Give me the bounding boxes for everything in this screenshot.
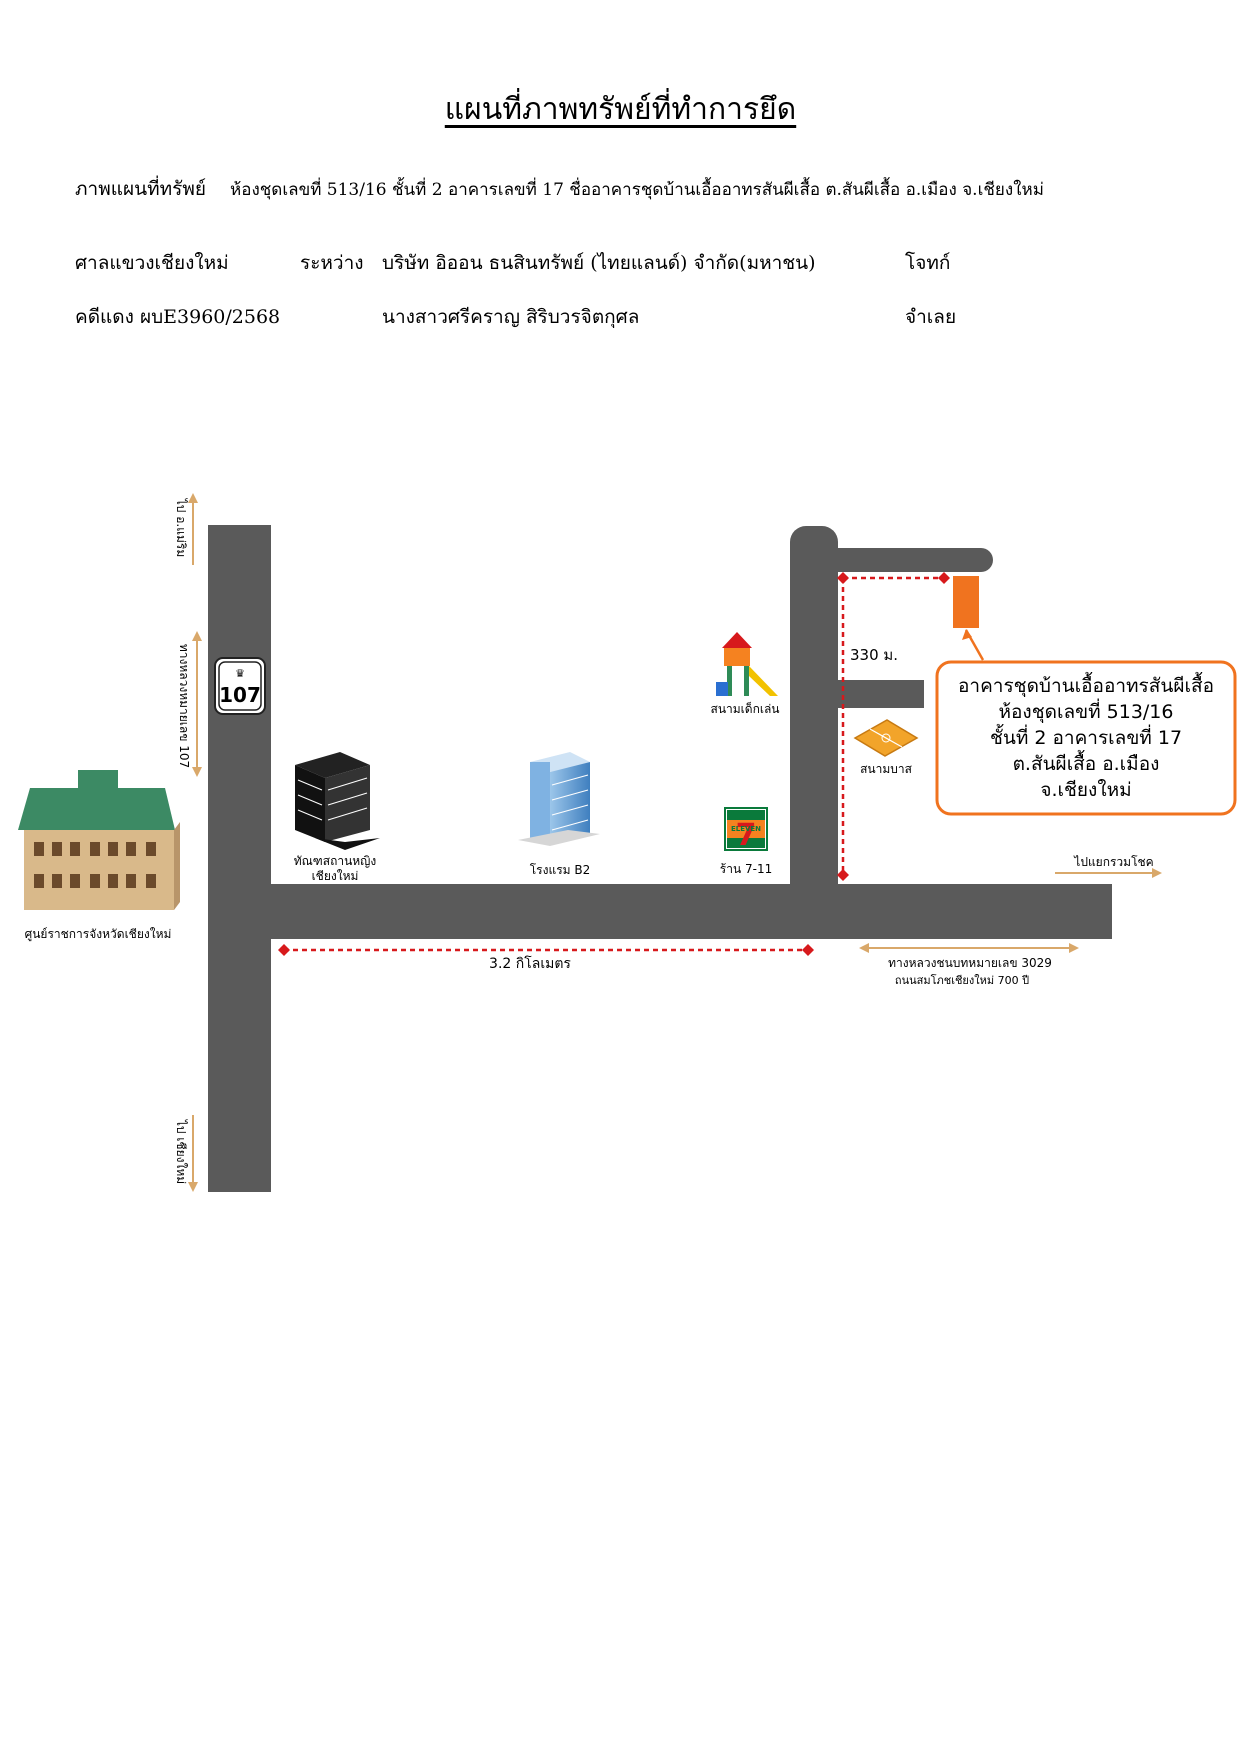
highway-3029-road [271,884,1112,939]
basketball-court-icon [853,719,919,757]
soi-road-vertical-square-base [790,560,838,886]
road-sign-107-number: 107 [219,683,261,707]
arrow-highway-107-top-head [192,631,202,641]
distance-330-dot-left [837,572,849,584]
distance-330-dot-right [938,572,950,584]
highway-3029-label: ทางหลวงชนบทหมายเลข 3029 [888,956,1052,970]
callout-line-5: จ.เชียงใหม่ [1040,779,1131,801]
location-map: อาคารชุดบ้านเอื้ออาทรสันผีเสื้อ ห้องชุดเ… [0,470,1241,1230]
road-sign-107 [214,657,266,715]
gov-center-label: ศูนย์ราชการจังหวัดเชียงใหม่ [25,927,172,942]
callout-line-4: ต.สันผีเสื้อ อ.เมือง [1013,750,1160,775]
map-canvas: อาคารชุดบ้านเอื้ออาทรสันผีเสื้อ ห้องชุดเ… [18,493,1237,1192]
store-711-label: ร้าน 7-11 [720,862,772,876]
soi-road-top-branch [838,548,993,572]
property-label: ภาพแผนที่ทรัพย์ [75,178,206,200]
police-station-label-line-1: ทัณฑสถานหญิง [294,854,377,868]
hotel-label: โรงแรม B2 [530,863,591,877]
soi-road-middle-branch [838,680,924,708]
case-number: คดีแดง ผบE3960/2568 [75,306,281,328]
to-ruam-chok-label: ไปแยกรวมโชค [1073,855,1153,869]
hotel-icon [518,752,600,846]
defendant-name: นางสาวศรีคราญ สิริบวรจิตกุศล [382,306,640,328]
black-building-icon [295,752,380,850]
page-title: แผนที่ภาพทรัพย์ที่ทำการยึด [444,92,797,127]
playground-icon [716,632,778,696]
to-chiang-mai-label: ไป เชียงใหม่ [174,1119,188,1184]
arrow-highway-107-bottom-head [192,767,202,777]
road-700-label: ถนนสมโภชเชียงใหม่ 700 ปี [895,973,1029,987]
to-mae-rim-label: ไป อ.แม่ริม [174,498,188,558]
between-label: ระหว่าง [300,252,364,274]
defendant-role: จำเลย [905,306,957,328]
seven-eleven-icon: 7 ELEVEN [724,807,768,853]
plaintiff-role: โจทก์ [905,252,951,274]
arrow-highway-3029-right-head [1069,943,1079,953]
arrow-highway-3029-left-head [859,943,869,953]
seven-eleven-seven: 7 [736,818,757,853]
police-station-label-line-2: เชียงใหม่ [312,869,359,883]
highway-107-label: ทางหลวงหมายเลข 107 [177,644,191,768]
distance-3-2-dot-right [802,944,814,956]
distance-330-dot-bottom [837,869,849,881]
callout-pointer-head [962,629,972,640]
arrow-to-chiang-mai-head [188,1182,198,1192]
callout-line-2: ห้องชุดเลขที่ 513/16 [999,698,1174,724]
distance-3-2-dot-left [278,944,290,956]
distance-3-2-label: 3.2 กิโลเมตร [489,955,571,972]
playground-label: สนามเด็กเล่น [711,701,780,716]
road-sign-107-inner [218,661,262,711]
property-description: ห้องชุดเลขที่ 513/16 ชั้นที่ 2 อาคารเลขท… [230,180,1044,200]
arrow-to-mae-rim-head [188,493,198,503]
basketball-court-label: สนามบาส [860,762,913,776]
court-name: ศาลแขวงเชียงใหม่ [75,252,229,274]
soi-road-top-branch-join [830,548,860,572]
arrow-to-ruam-chok-head [1152,868,1162,878]
target-building-marker [953,576,979,628]
callout-line-3: ชั้นที่ 2 อาคารเลขที่ 17 [990,724,1182,749]
government-center-icon [18,770,180,910]
plaintiff-name: บริษัท อิออน ธนสินทรัพย์ (ไทยแลนด์) จำกั… [382,252,816,274]
property-line: ภาพแผนที่ทรัพย์ ห้องชุดเลขที่ 513/16 ชั้… [75,174,1044,204]
callout-line-1: อาคารชุดบ้านเอื้ออาทรสันผีเสื้อ [958,672,1214,698]
highway-107-road [208,525,271,1192]
distance-330-label: 330 ม. [850,646,898,664]
seven-eleven-eleven-text: ELEVEN [731,825,761,833]
road-sign-emblem-icon: ♛ [235,667,245,680]
callout-box [935,660,1237,816]
